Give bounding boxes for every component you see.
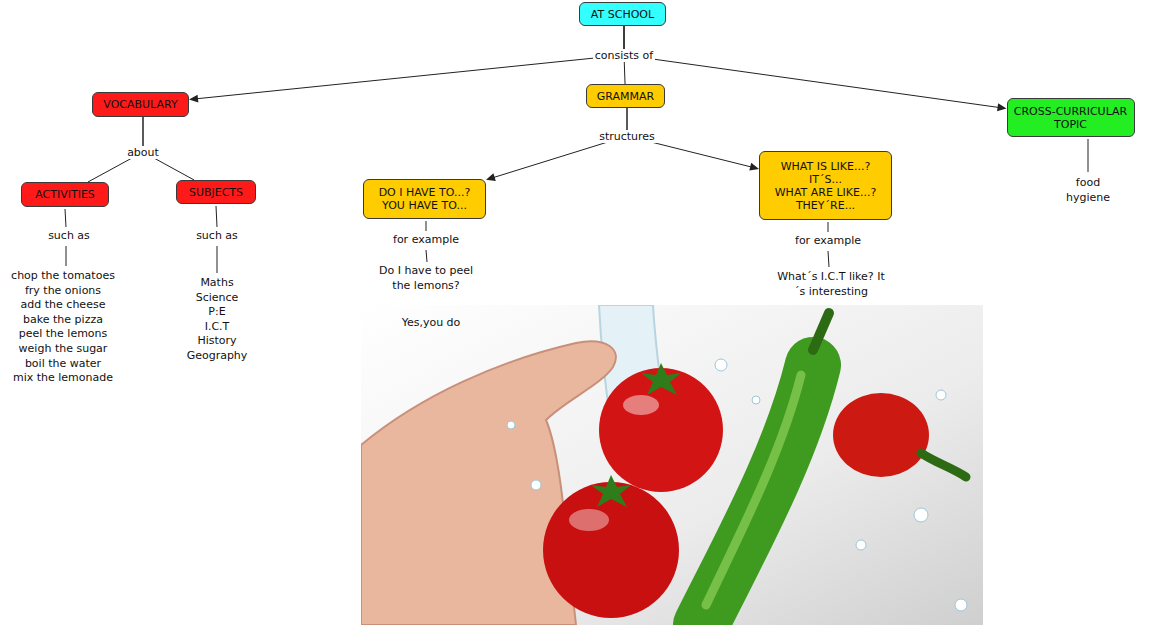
subject-item: Science [196,291,239,306]
tomato-stem [591,475,631,507]
concept-text: THEY´RE... [796,199,855,212]
concept-text: WHAT IS LIKE...? [781,160,871,173]
linking-phrase: such as [196,229,238,244]
vocabulary-item: mix the lemonade [13,371,113,386]
vocabulary-item: weigh the sugar [19,342,108,357]
vocabulary-item: fry the onions [25,284,101,299]
linking-phrase: for example [393,233,459,248]
water-drop [752,396,760,404]
concept-text: GRAMMAR [597,90,654,103]
leader-line [828,251,829,267]
leader-line [66,246,67,266]
leader-line [65,209,66,227]
connector [486,108,627,181]
connector [189,26,624,103]
leader-line [1088,139,1089,172]
concept-text: AT SCHOOL [591,8,654,21]
pepper-highlight [706,375,801,605]
tomato [543,482,679,618]
arrow-head [997,103,1006,111]
concept-text: IT´S... [809,173,842,186]
green-pepper [701,365,813,625]
washing-vegetables-photo [361,305,983,625]
connector-line [494,108,627,177]
water-drop [955,599,967,611]
concept-box: DO I HAVE TO...?YOU HAVE TO... [363,179,486,219]
concept-box: ACTIVITIES [21,182,109,207]
leader-line [216,206,217,227]
water-drop [507,421,515,429]
linking-phrase: structures [597,130,657,143]
concept-text: CROSS-CURRICULAR TOPIC [1013,105,1129,131]
example-text: What´s I.C.T like? It´s interesting [775,270,887,299]
leader-line [217,246,218,273]
concept-text: ACTIVITIES [35,188,95,201]
concept-text: DO I HAVE TO...? [379,186,471,199]
tomato-stem [641,363,681,395]
linking-phrase: consists of [593,49,655,62]
photo-background [361,305,983,625]
vocabulary-item: bake the pizza [23,313,103,328]
subject-item: Geography [187,349,248,364]
concept-text: VOCABULARY [103,98,177,111]
linking-phrase: such as [48,229,90,244]
connector-line [624,26,999,107]
connector [624,26,1007,111]
leader-line [426,250,427,262]
water-drop [856,540,866,550]
leader-line [426,221,427,231]
linking-phrase: for example [795,234,861,249]
water-drop [914,508,928,522]
concept-box: SUBJECTS [176,180,256,204]
leader-line [828,222,829,232]
subject-item: P:E [208,305,225,320]
arrow-head [749,163,759,171]
concept-text: SUBJECTS [189,186,243,199]
pepper-stem [813,313,829,350]
example-answer: Yes,you do [402,316,461,331]
subject-item: Maths [200,276,233,291]
arrow-head [189,95,198,103]
concept-box: CROSS-CURRICULAR TOPIC [1007,98,1135,137]
concept-text: YOU HAVE TO... [382,199,467,212]
concept-box: VOCABULARY [92,92,189,117]
concept-box: AT SCHOOL [579,2,666,26]
connector-line [197,26,624,99]
water-drop [715,359,727,371]
vocabulary-item: chop the tomatoes [11,269,115,284]
tomato-highlight [623,395,659,415]
vocabulary-item: peel the lemons [19,327,108,342]
concept-box: GRAMMAR [586,84,665,108]
vocabulary-item: add the cheese [21,298,106,313]
linking-phrase: about [125,146,161,159]
water-drop [531,480,541,490]
pepper-stem [921,453,966,477]
red-pepper [833,393,929,477]
vocabulary-item: boil the water [25,357,101,372]
subject-item: I.C.T [205,320,230,335]
tomato-highlight [569,509,609,531]
water-drop [936,390,946,400]
arrow-head [486,173,496,181]
subject-item: History [197,334,236,349]
topic-item: food hygiene [1058,176,1118,205]
example-question: Do I have to peel the lemons? [376,264,476,293]
concept-box: WHAT IS LIKE...?IT´S...WHAT ARE LIKE...?… [759,151,892,220]
concept-text: WHAT ARE LIKE...? [775,186,877,199]
